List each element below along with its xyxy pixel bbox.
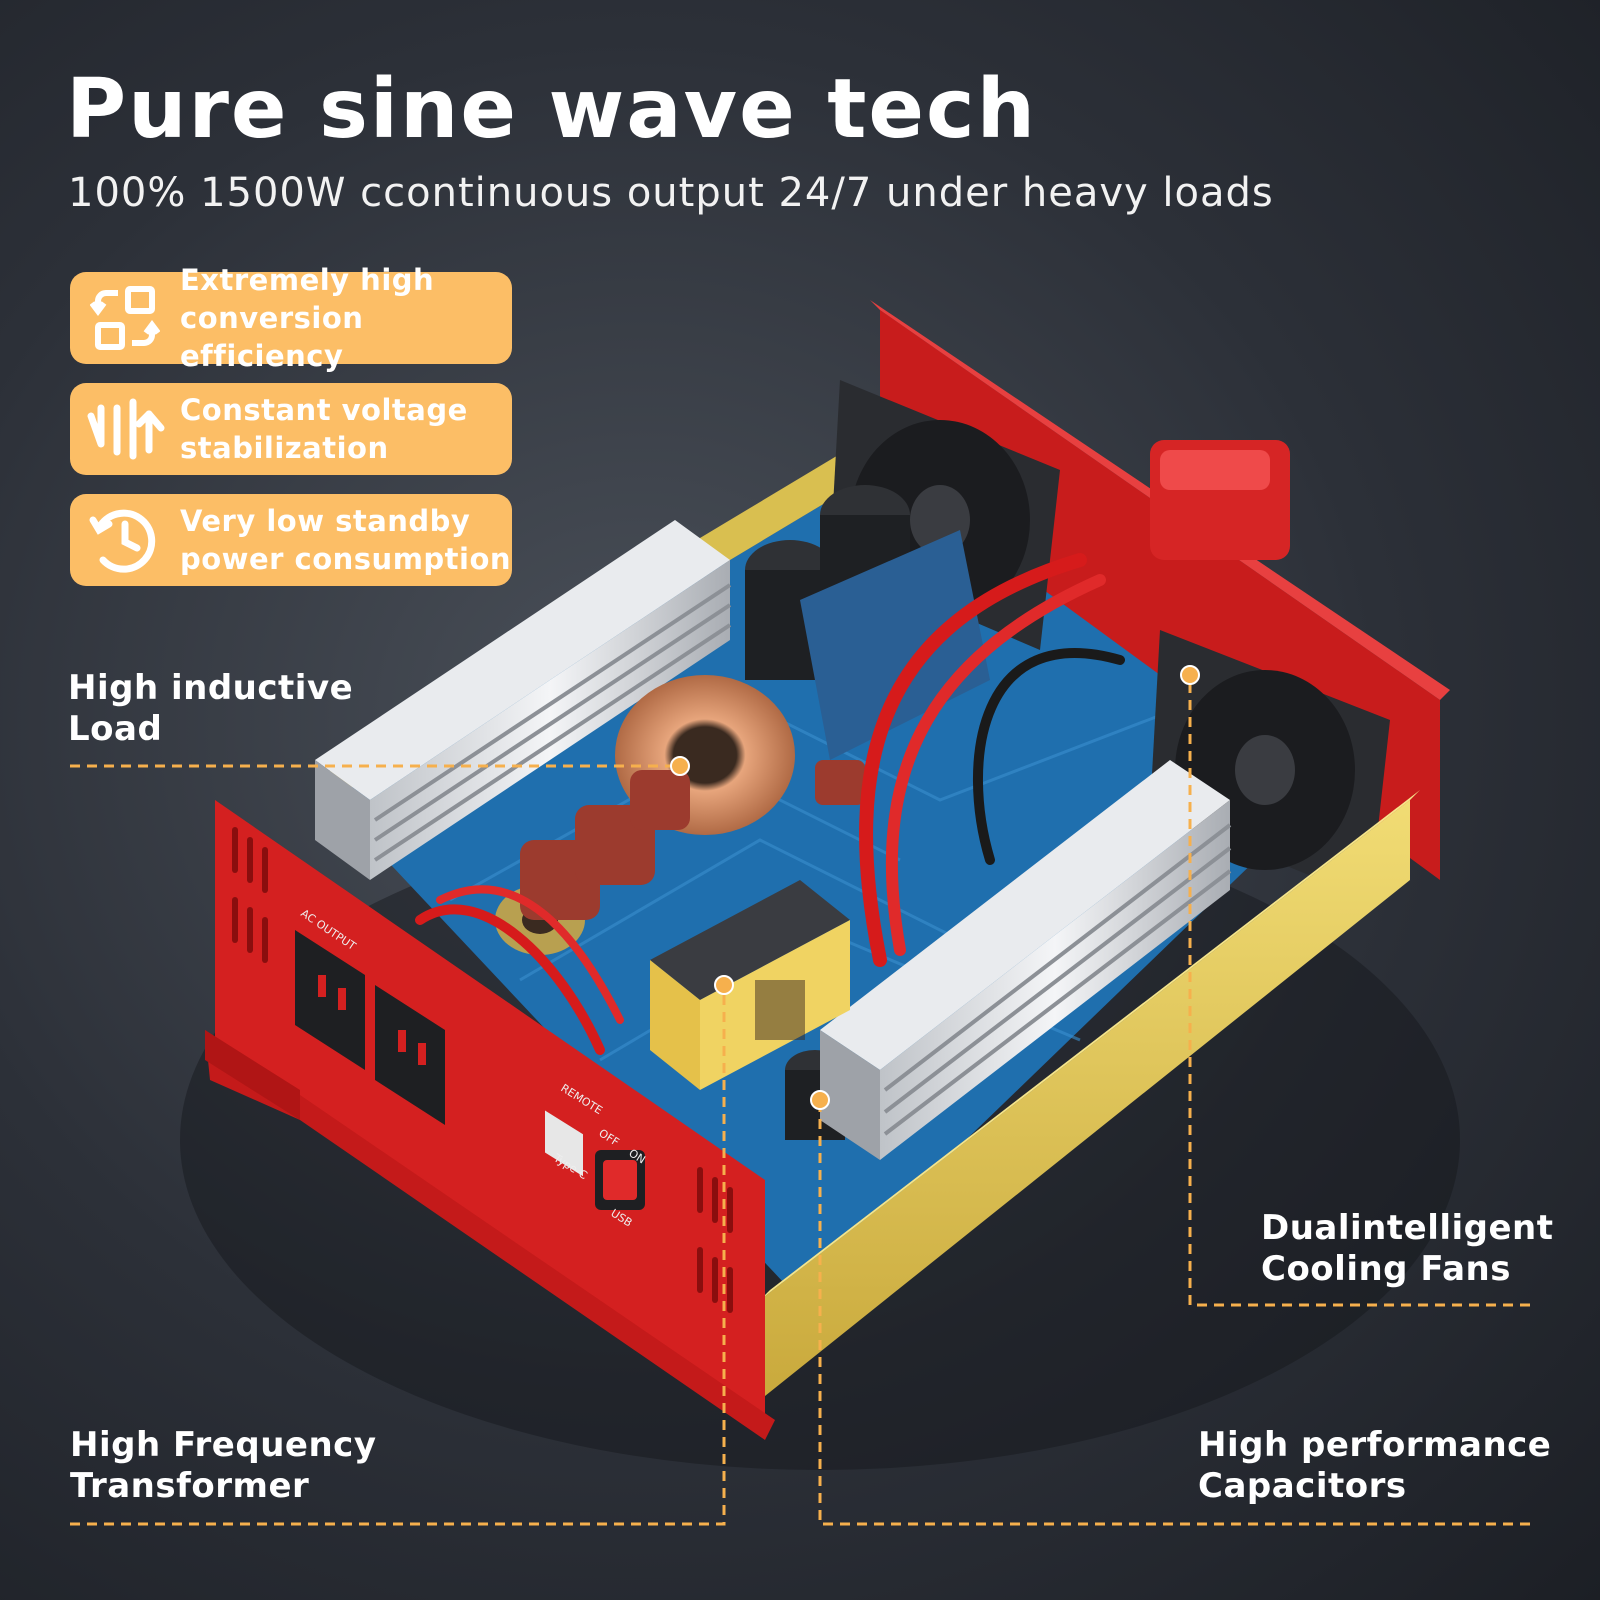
transformer xyxy=(650,880,850,1090)
callout-capacitors: High performance Capacitors xyxy=(1198,1425,1551,1507)
feature-line-2: stabilization xyxy=(180,431,389,465)
feature-badge-efficiency: Extremely high conversion efficiency xyxy=(70,263,512,373)
voltage-stabilization-icon xyxy=(70,383,180,475)
callout-line-transformer xyxy=(70,985,726,1526)
feature-line-1: Extremely high xyxy=(180,263,435,297)
callout-line-capacitors xyxy=(818,1100,1530,1526)
feature-line-1: Constant voltage xyxy=(180,393,468,427)
callout-transformer: High Frequency Transformer xyxy=(70,1425,377,1507)
ac-outlet-1 xyxy=(295,930,365,1070)
clock-standby-icon xyxy=(70,494,180,586)
callout-cooling-fans: Dualintelligent Cooling Fans xyxy=(1261,1208,1554,1290)
callout-line-2: Load xyxy=(68,709,163,749)
ac-outlet-2 xyxy=(375,985,445,1125)
x-capacitors xyxy=(520,760,865,920)
callout-line-1: High Frequency xyxy=(70,1425,377,1465)
callout-line-2: Transformer xyxy=(70,1466,310,1506)
feature-badge-standby: Very low standby power consumption xyxy=(70,494,512,586)
feature-line-1: Very low standby xyxy=(180,504,471,538)
heatsink-right xyxy=(820,760,1232,1160)
callout-line-1: Dualintelligent xyxy=(1261,1208,1554,1248)
wires xyxy=(415,553,1125,1055)
feature-badge-voltage: Constant voltage stabilization xyxy=(70,383,512,475)
callout-lines xyxy=(70,675,1530,1526)
page-subtitle: 100% 1500W ccontinuous output 24/7 under… xyxy=(68,170,1274,216)
side-wall-gold xyxy=(760,800,1410,1400)
heatsink-left xyxy=(315,520,732,880)
callout-line-fans xyxy=(1188,675,1530,1307)
callout-line-1: High performance xyxy=(1198,1425,1552,1465)
vent-slots xyxy=(232,827,733,1313)
feature-line-2: power consumption xyxy=(180,542,512,576)
page-title: Pure sine wave tech xyxy=(66,62,1038,157)
callout-line-2: Capacitors xyxy=(1198,1466,1407,1506)
front-panel: REMOTE OFF ON Type-C USB AC OUTPUT xyxy=(205,800,775,1440)
feature-line-2: conversion efficiency xyxy=(180,301,364,373)
callout-line-1: High inductive xyxy=(68,668,354,708)
callout-dots xyxy=(670,665,1200,1110)
conversion-arrows-icon xyxy=(70,272,180,364)
callout-line-2: Cooling Fans xyxy=(1261,1249,1511,1289)
callout-inductive-load: High inductive Load xyxy=(68,668,353,750)
remote-port xyxy=(545,1110,583,1177)
